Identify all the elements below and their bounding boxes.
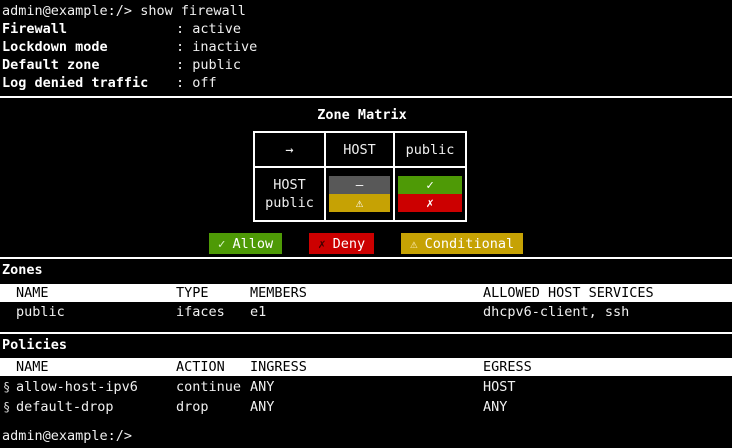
policy-ingress: ANY (250, 379, 275, 395)
policy-section-icon: § (3, 380, 11, 394)
policy-action: drop (176, 399, 209, 415)
status-label: Log denied traffic (2, 75, 149, 91)
legend-allow-label: Allow (232, 235, 274, 252)
shell-prompt[interactable]: admin@example:/> (2, 428, 133, 444)
matrix-cell-public-column: ✓ ✗ (393, 166, 467, 222)
zone-services: dhcpv6-client, ssh (483, 304, 630, 320)
zones-table-header: NAME TYPE MEMBERS ALLOWED HOST SERVICES (0, 284, 732, 302)
status-row-lockdown: Lockdown mode : inactive (0, 38, 732, 56)
zone-table-row: public ifaces e1 dhcpv6-client, ssh (0, 303, 732, 321)
status-value: : inactive (176, 39, 258, 55)
policy-table-row: § default-drop drop ANY ANY (0, 398, 732, 416)
separator-line (0, 257, 732, 259)
policy-section-icon: § (3, 400, 11, 414)
status-value: : public (176, 57, 242, 73)
status-row-default-zone: Default zone : public (0, 56, 732, 74)
command-line: admin@example:/> show firewall (2, 2, 246, 20)
col-header-action: ACTION (176, 359, 225, 375)
warning-icon: ⚠ (410, 235, 418, 251)
legend-allow-badge: ✓ Allow (208, 233, 283, 254)
status-label: Lockdown mode (2, 39, 108, 55)
col-header-ingress: INGRESS (250, 359, 307, 375)
matrix-cell-host-to-public: ✓ (398, 176, 462, 194)
policy-name: allow-host-ipv6 (16, 379, 138, 395)
legend-conditional-label: Conditional (424, 235, 515, 252)
check-icon: ✓ (426, 177, 434, 192)
dash-icon: – (355, 177, 364, 192)
matrix-row-headers: HOST public (253, 166, 326, 222)
zones-section-title: Zones (2, 262, 43, 278)
policy-egress: ANY (483, 399, 508, 415)
zone-matrix-title: Zone Matrix (317, 107, 407, 123)
status-row-firewall: Firewall : active (0, 20, 732, 38)
policies-table-header: NAME ACTION INGRESS EGRESS (0, 358, 732, 376)
status-value: : active (176, 21, 242, 37)
policy-name: default-drop (16, 399, 114, 415)
matrix-cell-host-to-host: – (329, 176, 390, 194)
status-row-log-denied: Log denied traffic : off (0, 74, 732, 92)
matrix-row-header-host: HOST (273, 177, 306, 193)
matrix-row-header-public: public (265, 195, 314, 211)
policy-action: continue (176, 379, 242, 395)
zone-type: ifaces (176, 304, 225, 320)
matrix-cell-host-column: – ⚠ (324, 166, 395, 222)
matrix-cell-public-to-public: ✗ (398, 194, 462, 212)
zone-members: e1 (250, 304, 267, 320)
col-header-type: TYPE (176, 285, 209, 301)
col-header-name: NAME (16, 359, 49, 375)
legend-deny-label: Deny (332, 235, 366, 252)
warning-icon: ⚠ (355, 195, 364, 210)
matrix-col-header-host: HOST (324, 131, 395, 168)
policy-ingress: ANY (250, 399, 275, 415)
zone-matrix-table: → HOST public HOST public – ⚠ ✓ ✗ (253, 131, 467, 222)
zone-name: public (16, 304, 65, 320)
status-value: : off (176, 75, 217, 91)
col-header-name: NAME (16, 285, 49, 301)
col-header-members: MEMBERS (250, 285, 307, 301)
matrix-col-header-public: public (393, 131, 467, 168)
matrix-cell-public-to-host: ⚠ (329, 194, 390, 212)
separator-line (0, 96, 732, 98)
matrix-legend: ✓ Allow ✗ Deny ⚠ Conditional (0, 233, 732, 254)
policy-egress: HOST (483, 379, 516, 395)
policy-table-row: § allow-host-ipv6 continue ANY HOST (0, 378, 732, 396)
separator-line (0, 332, 732, 334)
typed-command: show firewall (140, 3, 246, 19)
status-label: Firewall (2, 21, 68, 37)
shell-prompt: admin@example:/> (2, 3, 133, 19)
policies-section-title: Policies (2, 337, 68, 353)
col-header-allowed-host-services: ALLOWED HOST SERVICES (483, 285, 654, 301)
legend-deny-badge: ✗ Deny (309, 233, 375, 254)
legend-conditional-badge: ⚠ Conditional (401, 233, 524, 254)
col-header-egress: EGRESS (483, 359, 532, 375)
check-icon: ✓ (217, 235, 226, 251)
cross-icon: ✗ (318, 235, 326, 251)
cross-icon: ✗ (426, 195, 434, 210)
matrix-corner-arrow-icon: → (253, 131, 326, 168)
status-label: Default zone (2, 57, 100, 73)
